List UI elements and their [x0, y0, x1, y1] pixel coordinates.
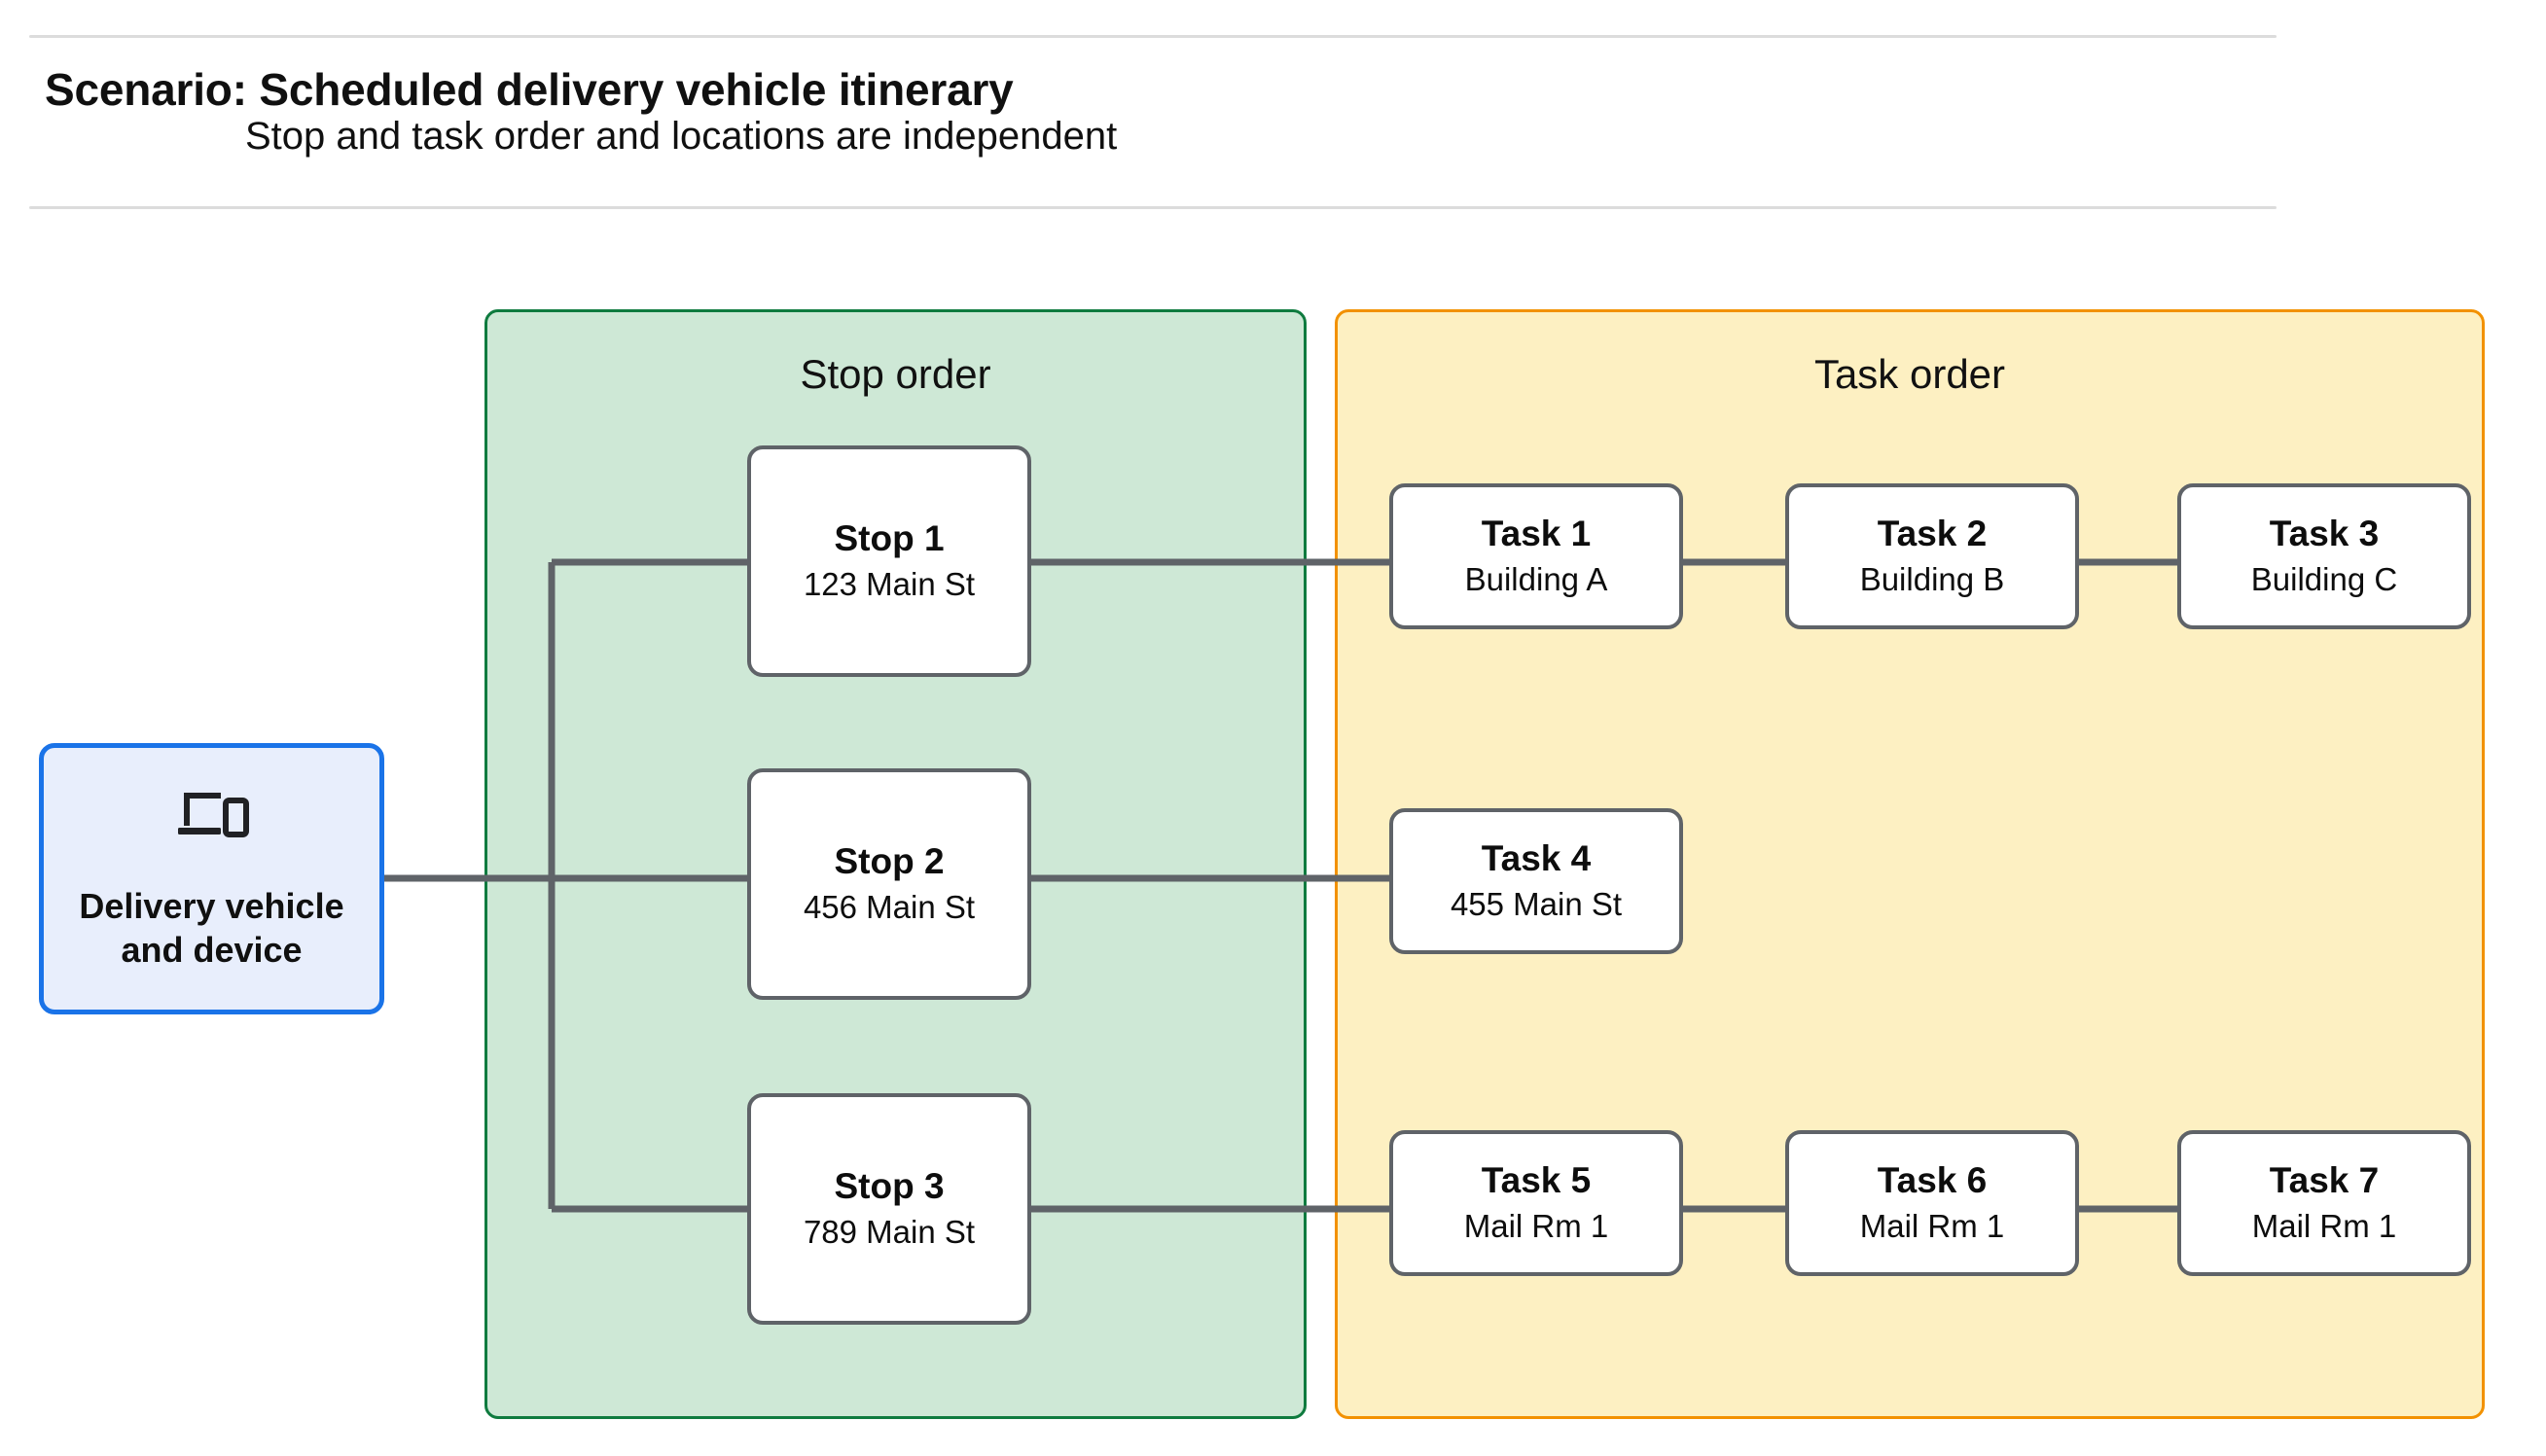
task-card[interactable]: Task 1 Building A	[1389, 483, 1683, 629]
header-divider-bottom	[29, 206, 2277, 209]
task-card[interactable]: Task 3 Building C	[2177, 483, 2471, 629]
task-card-name: Task 6	[1877, 1160, 1988, 1201]
task-card-name: Task 4	[1481, 838, 1592, 879]
stop-card-location: 123 Main St	[803, 565, 976, 602]
task-card-location: Building A	[1464, 560, 1608, 597]
stop-card-name: Stop 2	[834, 841, 945, 882]
task-card-name: Task 5	[1481, 1160, 1592, 1201]
task-card-location: Mail Rm 1	[1859, 1207, 2005, 1244]
task-card-location: Mail Rm 1	[1463, 1207, 1609, 1244]
task-card-location: Building B	[1859, 560, 2005, 597]
task-card[interactable]: Task 6 Mail Rm 1	[1785, 1130, 2079, 1276]
page-subtitle: Stop and task order and locations are in…	[245, 115, 1118, 158]
stop-card-location: 456 Main St	[803, 888, 976, 925]
page-title: Scenario: Scheduled delivery vehicle iti…	[45, 64, 1014, 115]
laptop-phone-icon	[177, 792, 249, 837]
stop-card[interactable]: Stop 3 789 Main St	[747, 1093, 1031, 1325]
task-card-name: Task 3	[2269, 514, 2380, 554]
task-card-location: Mail Rm 1	[2251, 1207, 2397, 1244]
task-card-name: Task 7	[2269, 1160, 2380, 1201]
stop-card[interactable]: Stop 2 456 Main St	[747, 768, 1031, 1000]
task-card-name: Task 1	[1481, 514, 1592, 554]
delivery-vehicle-node[interactable]: Delivery vehicle and device	[39, 743, 384, 1014]
header-divider-top	[29, 35, 2277, 38]
task-card[interactable]: Task 5 Mail Rm 1	[1389, 1130, 1683, 1276]
task-card[interactable]: Task 7 Mail Rm 1	[2177, 1130, 2471, 1276]
task-card-location: Building C	[2250, 560, 2398, 597]
task-card[interactable]: Task 2 Building B	[1785, 483, 2079, 629]
stop-card[interactable]: Stop 1 123 Main St	[747, 445, 1031, 677]
task-card[interactable]: Task 4 455 Main St	[1389, 808, 1683, 954]
task-card-name: Task 2	[1877, 514, 1988, 554]
delivery-vehicle-label: Delivery vehicle and device	[79, 885, 344, 970]
stop-card-location: 789 Main St	[803, 1213, 976, 1250]
stop-card-name: Stop 3	[834, 1166, 945, 1207]
stop-card-name: Stop 1	[834, 518, 945, 559]
task-card-location: 455 Main St	[1450, 885, 1623, 922]
